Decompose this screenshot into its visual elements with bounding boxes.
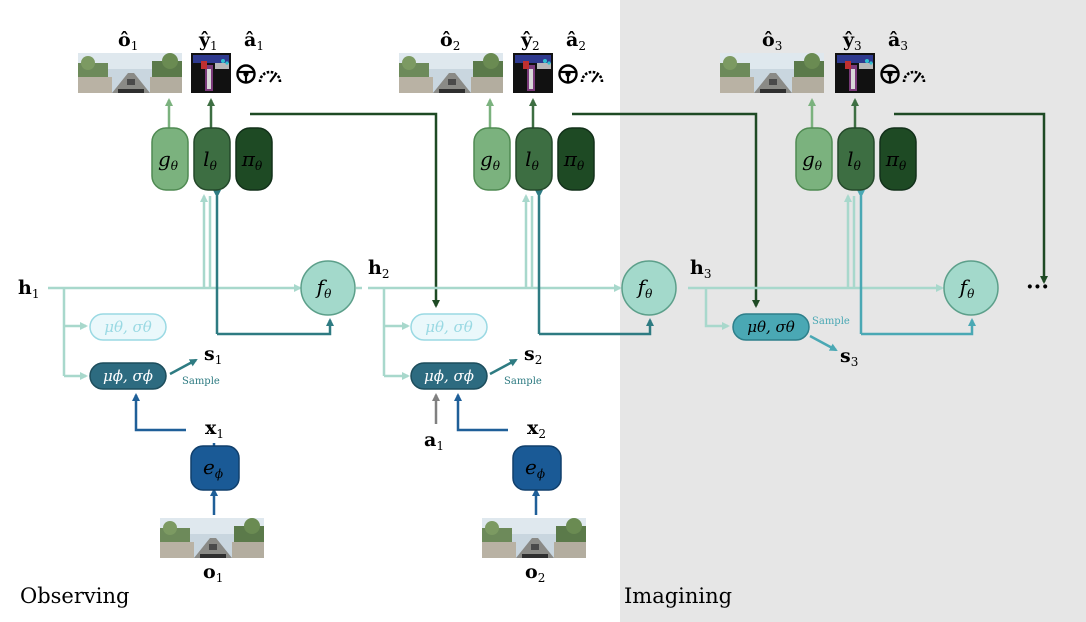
prior-node-1 bbox=[89, 313, 167, 341]
predicted-obs-image-1 bbox=[78, 53, 182, 93]
obs-decoder-node-2 bbox=[473, 127, 511, 191]
ahat2-label: â2 bbox=[566, 29, 586, 53]
ohat1-label: ô1 bbox=[118, 29, 138, 53]
encoder-node-1 bbox=[190, 445, 240, 491]
obs-decoder-node-1 bbox=[151, 127, 189, 191]
predicted-seg-image-3 bbox=[835, 53, 875, 93]
seg-decoder-node-3 bbox=[837, 127, 875, 191]
ohat2-label: ô2 bbox=[440, 29, 460, 53]
steering-speed-icon bbox=[236, 64, 282, 84]
policy-node-3 bbox=[879, 127, 917, 191]
prior-node-2 bbox=[410, 313, 488, 341]
imagining-region bbox=[620, 0, 1086, 622]
seg-decoder-label-2: lθ bbox=[525, 147, 539, 173]
policy-label-3: πθ bbox=[885, 147, 907, 173]
sample-label-2: Sample bbox=[504, 376, 542, 387]
obs-decoder-label-2: gθ bbox=[480, 147, 501, 173]
seg-decoder-node-1 bbox=[193, 127, 231, 191]
predicted-seg-image-2 bbox=[513, 53, 553, 93]
prior-label-1: μθ, σθ bbox=[104, 318, 152, 336]
yhat2-label: ŷ2 bbox=[520, 29, 540, 53]
transition-node-1 bbox=[300, 260, 356, 316]
o1-label: o1 bbox=[203, 561, 223, 585]
encoder-label-1: eϕ bbox=[203, 455, 223, 481]
obs-decoder-label-1: gθ bbox=[158, 147, 179, 173]
prior-label-3: μθ, σθ bbox=[747, 318, 795, 336]
a1-label: a1 bbox=[424, 429, 444, 453]
s1-label: s1 bbox=[204, 343, 222, 367]
s3-label: s3 bbox=[840, 345, 858, 369]
ahat1-label: â1 bbox=[244, 29, 264, 53]
h2-label: h2 bbox=[368, 257, 389, 281]
timestep-3: μθ, σθ fθ gθ lθ πθ h3 s3 Sample ô3 ŷ3 â3… bbox=[688, 29, 1049, 369]
imagining-label: Imagining bbox=[624, 584, 732, 608]
predicted-obs-image-2 bbox=[399, 53, 503, 93]
transition-node-3 bbox=[943, 260, 999, 316]
ohat3-label: ô3 bbox=[762, 29, 782, 53]
x1-label: x1 bbox=[205, 417, 224, 441]
observing-label: Observing bbox=[20, 584, 129, 608]
posterior-label-1: μϕ, σϕ bbox=[103, 367, 153, 385]
timestep-2: μθ, σθ μϕ, σϕ eϕ fθ gθ lθ πθ h2 s2 Sampl… bbox=[368, 29, 760, 585]
seg-decoder-label-3: lθ bbox=[847, 147, 861, 173]
ahat3-label: â3 bbox=[888, 29, 908, 53]
predicted-seg-image-1 bbox=[191, 53, 231, 93]
yhat1-label: ŷ1 bbox=[198, 29, 218, 53]
prior-label-2: μθ, σθ bbox=[425, 318, 473, 336]
prior-node-3 bbox=[732, 313, 810, 341]
posterior-label-2: μϕ, σϕ bbox=[424, 367, 474, 385]
timestep-1: μθ, σθ μϕ, σϕ eϕ fθ gθ lθ πθ h1 s1 Sampl… bbox=[18, 29, 440, 585]
sample-label-1: Sample bbox=[182, 376, 220, 387]
o2-label: o2 bbox=[525, 561, 545, 585]
input-obs-image-2 bbox=[482, 518, 586, 558]
sample-label-3: Sample bbox=[812, 316, 850, 327]
transition-node-2 bbox=[621, 260, 677, 316]
posterior-node-1 bbox=[89, 362, 167, 390]
h1-label: h1 bbox=[18, 277, 39, 301]
s2-label: s2 bbox=[524, 343, 542, 367]
seg-decoder-node-2 bbox=[515, 127, 553, 191]
encoder-node-2 bbox=[512, 445, 562, 491]
posterior-node-2 bbox=[410, 362, 488, 390]
steering-speed-icon bbox=[558, 64, 604, 84]
policy-node-2 bbox=[557, 127, 595, 191]
policy-node-1 bbox=[235, 127, 273, 191]
policy-label-1: πθ bbox=[241, 147, 263, 173]
seg-decoder-label-1: lθ bbox=[203, 147, 217, 173]
predicted-obs-image-3 bbox=[720, 53, 824, 93]
obs-decoder-label-3: gθ bbox=[802, 147, 823, 173]
x2-label: x2 bbox=[527, 417, 546, 441]
yhat3-label: ŷ3 bbox=[842, 29, 862, 53]
input-obs-image-1 bbox=[160, 518, 264, 558]
encoder-label-2: eϕ bbox=[525, 455, 545, 481]
continuation-ellipsis: ··· bbox=[1026, 274, 1049, 300]
obs-decoder-node-3 bbox=[795, 127, 833, 191]
policy-label-2: πθ bbox=[563, 147, 585, 173]
h3-label: h3 bbox=[690, 257, 711, 281]
